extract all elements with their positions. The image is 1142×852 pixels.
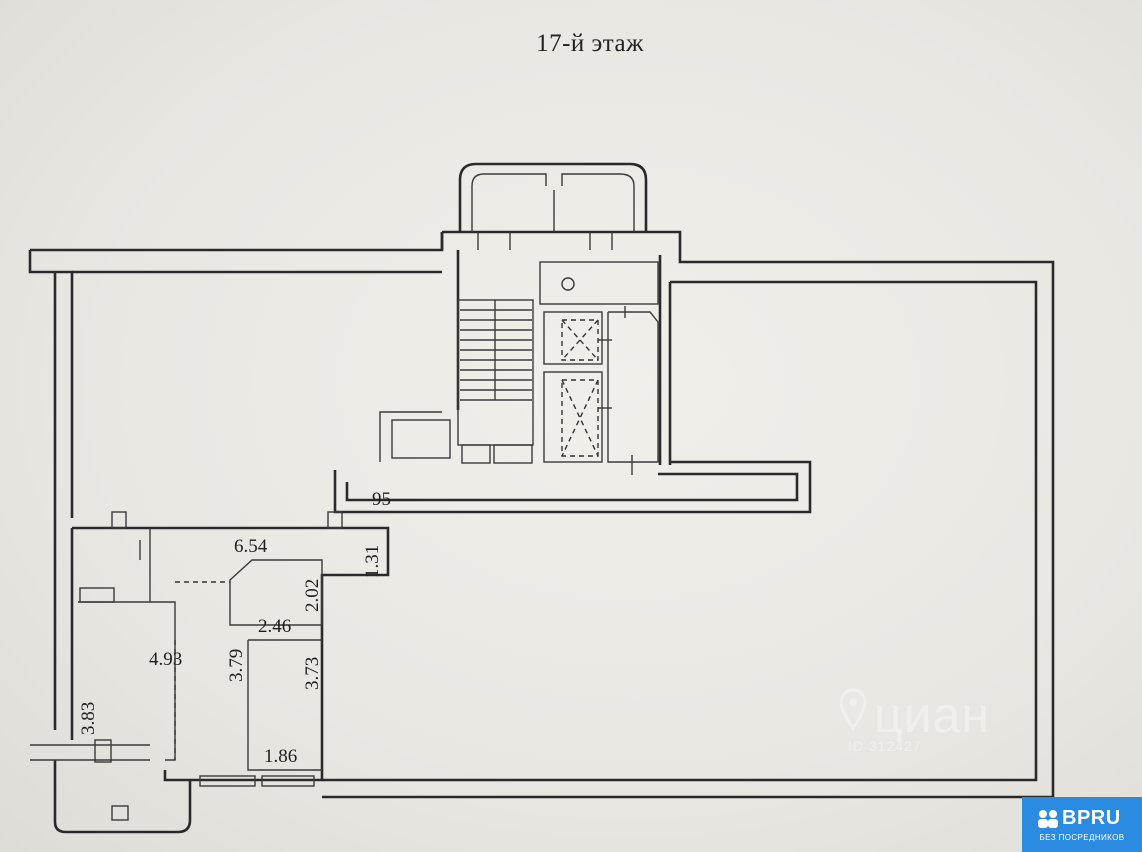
bpru-badge[interactable]: BPRU БЕЗ ПОСРЕДНИКОВ <box>1022 797 1142 852</box>
stairwell <box>457 299 534 464</box>
door-marks <box>139 232 633 560</box>
watermark-sub: ID 312427 <box>848 738 922 754</box>
dim-1-31: 1.31 <box>362 545 383 578</box>
outer-walls <box>28 162 1055 799</box>
map-pin-icon <box>839 688 867 731</box>
corridor <box>333 411 812 514</box>
people-icon <box>1038 810 1058 828</box>
dimension-labels: 95 6.54 1.31 2.02 2.46 4.93 3.79 3.73 3.… <box>78 489 391 767</box>
floor-title: 17-й этаж <box>536 30 644 57</box>
stair-steps <box>460 309 532 401</box>
dim-3-79: 3.79 <box>226 649 247 682</box>
elevator-shafts <box>539 261 659 463</box>
dim-3-83: 3.83 <box>78 702 99 735</box>
dim-1-86: 1.86 <box>264 746 297 767</box>
watermark-text: циан <box>874 687 990 743</box>
dim-95: 95 <box>372 489 391 510</box>
apartment <box>30 511 390 834</box>
dim-2-02: 2.02 <box>302 579 323 612</box>
dim-3-73: 3.73 <box>302 657 323 690</box>
badge-subtext: БЕЗ ПОСРЕДНИКОВ <box>1039 833 1125 842</box>
dim-2-46: 2.46 <box>258 616 291 637</box>
dim-6-54: 6.54 <box>234 536 268 557</box>
dim-4-93: 4.93 <box>149 649 182 670</box>
badge-logo-text: BPRU <box>1062 807 1121 829</box>
